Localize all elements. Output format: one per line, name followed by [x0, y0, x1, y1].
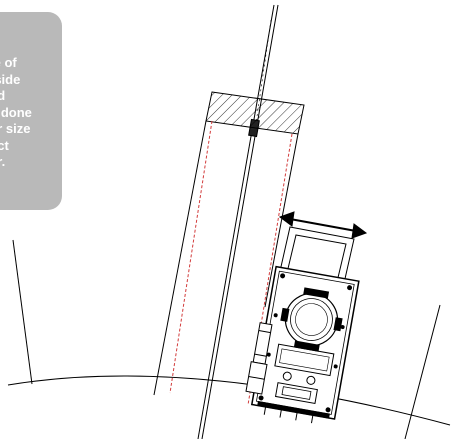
note-line-1: le of: [0, 55, 17, 70]
device-display: [281, 386, 312, 400]
vessel-wall: [7, 239, 451, 439]
device-body: [245, 265, 360, 424]
note-line-2: tside: [0, 71, 21, 87]
hidden-line-right: [247, 133, 293, 406]
note-line-3: ed: [0, 88, 6, 103]
tube: [153, 91, 305, 406]
vessel-right-wall: [404, 304, 441, 439]
note-line-4: e done: [0, 104, 32, 120]
note-line-7: er.: [0, 154, 6, 169]
vessel-left-wall: [12, 239, 33, 385]
tube-hatched-cap: [205, 91, 305, 135]
vessel-bottom-curve: [7, 375, 451, 426]
note-line-6: ect: [0, 137, 9, 153]
hidden-line-left: [169, 120, 213, 394]
note-line-5: er size: [0, 121, 31, 136]
movement-arrow: [278, 211, 368, 239]
annotation-note: le of tside ed e done er size ect er.: [0, 12, 62, 210]
